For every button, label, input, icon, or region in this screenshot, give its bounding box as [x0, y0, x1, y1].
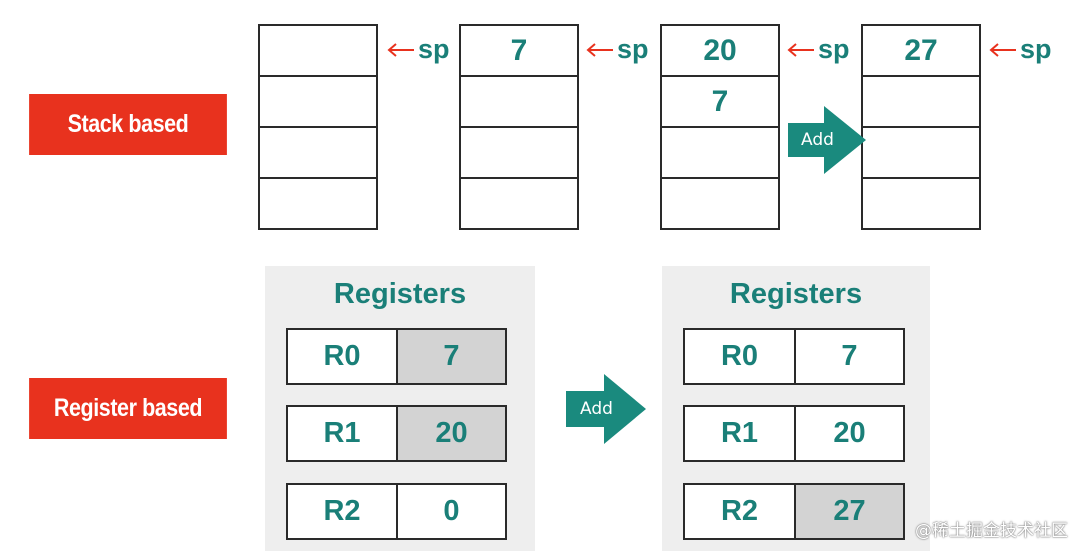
left-arrow-icon [989, 42, 1016, 57]
add-label: Add [801, 130, 834, 150]
register-row-r2: R2 0 [286, 483, 507, 540]
stack-pointer-3: sp [786, 34, 850, 65]
stack-cell [662, 179, 778, 228]
stack-cell [260, 26, 376, 77]
registers-panel-after: Registers R0 7 R1 20 R2 27 [662, 266, 930, 551]
stack-pointer-2: sp [585, 34, 649, 65]
register-name: R2 [685, 485, 796, 538]
register-name: R0 [288, 330, 398, 383]
stack-cell [260, 128, 376, 179]
sp-label: sp [418, 34, 450, 64]
add-label: Add [580, 399, 613, 419]
register-row-r2: R2 27 [683, 483, 905, 540]
register-row-r1: R1 20 [683, 405, 905, 462]
register-add-arrow: Add [566, 374, 646, 444]
register-row-r0: R0 7 [683, 328, 905, 385]
left-arrow-icon [586, 42, 613, 57]
register-name: R1 [685, 407, 796, 460]
left-arrow-icon [787, 42, 814, 57]
register-value: 7 [841, 340, 858, 372]
register-value: 7 [398, 330, 505, 383]
sp-label: sp [617, 34, 649, 64]
register-name: R0 [685, 330, 796, 383]
registers-title: Registers [333, 278, 467, 310]
register-row-r1: R1 20 [286, 405, 507, 462]
stack-cell [461, 77, 577, 128]
stack-cell: 7 [662, 77, 778, 128]
stack-1 [258, 24, 378, 230]
watermark: @稀土掘金技术社区 [915, 521, 1068, 541]
stack-cell [260, 179, 376, 228]
stack-cell: 20 [662, 26, 778, 77]
stack-pointer-4: sp [988, 34, 1052, 65]
stack-3: 20 7 [660, 24, 780, 230]
register-name: R1 [288, 407, 398, 460]
stack-cell [662, 128, 778, 179]
register-value: 20 [398, 407, 505, 460]
right-arrow-icon [566, 374, 646, 444]
registers-panel-before: Registers R0 7 R1 20 R2 0 [265, 266, 535, 551]
stack-2: 7 [459, 24, 579, 230]
left-arrow-icon [387, 42, 414, 57]
stack-cell [461, 128, 577, 179]
register-value: 20 [833, 417, 866, 449]
register-row-r0: R0 7 [286, 328, 507, 385]
sp-label: sp [818, 34, 850, 64]
right-arrow-icon [788, 106, 866, 174]
stack-add-arrow: Add [788, 106, 866, 174]
stack-cell [260, 77, 376, 128]
sp-label: sp [1020, 34, 1052, 64]
register-name: R2 [288, 485, 398, 538]
register-based-label: Register based [29, 378, 227, 439]
register-value: 0 [443, 495, 460, 527]
stack-based-label: Stack based [29, 94, 227, 155]
registers-title: Registers [729, 278, 863, 310]
stack-cell [863, 128, 979, 179]
stack-cell [863, 179, 979, 228]
register-value: 27 [796, 485, 903, 538]
stack-cell: 7 [461, 26, 577, 77]
stack-cell: 27 [863, 26, 979, 77]
stack-cell [461, 179, 577, 228]
stack-cell [863, 77, 979, 128]
stack-pointer-1: sp [386, 34, 450, 65]
stack-4: 27 [861, 24, 981, 230]
